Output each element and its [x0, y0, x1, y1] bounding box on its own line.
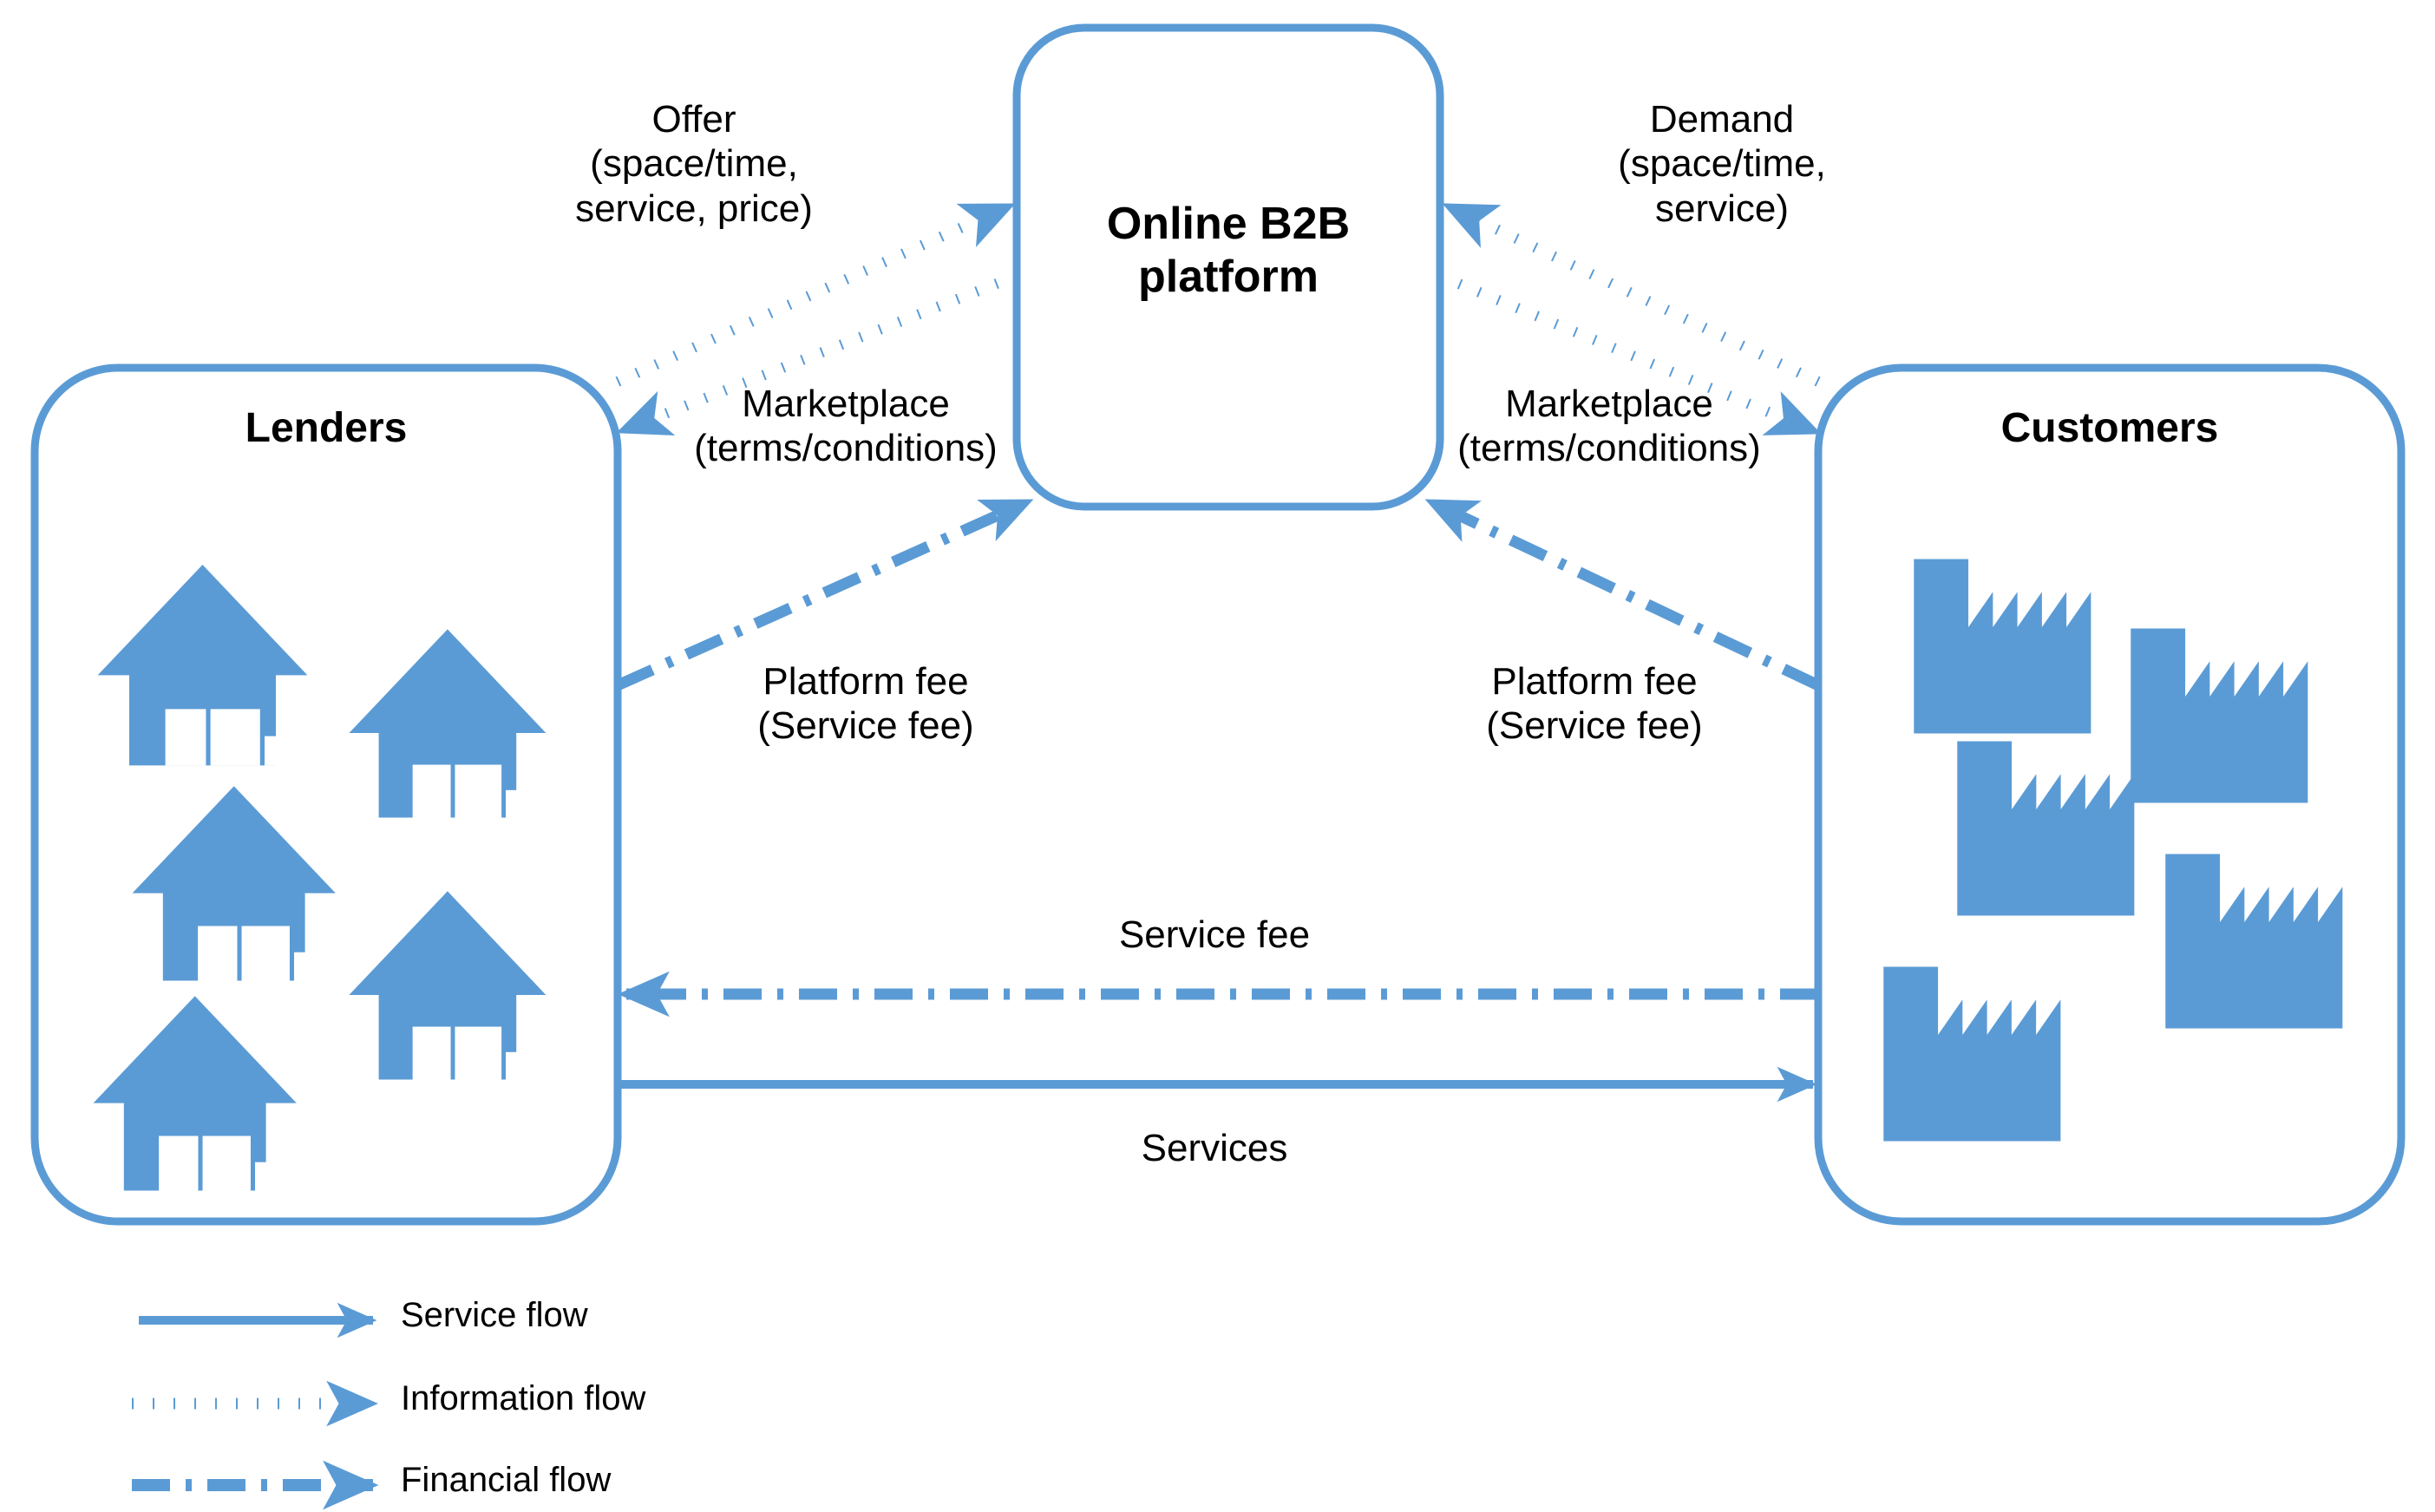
house-icon	[349, 891, 553, 1080]
house-icon	[97, 565, 315, 766]
legend-label-information-flow: Information flow	[401, 1379, 646, 1417]
edge-label-platform-fee-right: Platform fee (Service fee)	[1486, 660, 1703, 748]
edge-label-services: Services	[1141, 1127, 1288, 1169]
house-icon	[349, 629, 553, 818]
lenders-title: Lenders	[245, 405, 408, 451]
edge-platform-fee-right[interactable]	[1424, 496, 1821, 691]
edge-label-demand: Demand (space/time, service)	[1618, 98, 1826, 230]
customers-title: Customers	[2000, 405, 2219, 451]
edge-offer[interactable]	[615, 200, 1016, 387]
edge-marketplace-left[interactable]	[616, 271, 1019, 436]
factory-icon	[2131, 628, 2308, 803]
lenders-node[interactable]	[30, 363, 622, 1226]
factory-icon	[1957, 741, 2135, 916]
factory-icon	[1914, 559, 2091, 734]
edge-label-offer: Offer (space/time, service, price)	[575, 98, 813, 230]
legend-label-financial-flow: Financial flow	[401, 1461, 612, 1499]
edge-label-marketplace-left: Marketplace (terms/conditions)	[694, 383, 998, 470]
house-icon	[132, 786, 343, 981]
legend-label-service-flow: Service flow	[401, 1296, 588, 1334]
edge-platform-fee-left[interactable]	[615, 496, 1034, 691]
platform-node[interactable]	[1012, 23, 1444, 511]
factory-icon	[1883, 966, 2061, 1142]
house-icon	[93, 996, 304, 1191]
factory-icon	[2165, 854, 2343, 1029]
platform-title: Online B2B platform	[1106, 199, 1351, 303]
customers-node[interactable]	[1814, 363, 2406, 1226]
edge-label-marketplace-right: Marketplace (terms/conditions)	[1457, 383, 1761, 470]
edge-label-platform-fee-left: Platform fee (Service fee)	[757, 660, 974, 748]
edge-label-service-fee: Service fee	[1118, 913, 1311, 956]
